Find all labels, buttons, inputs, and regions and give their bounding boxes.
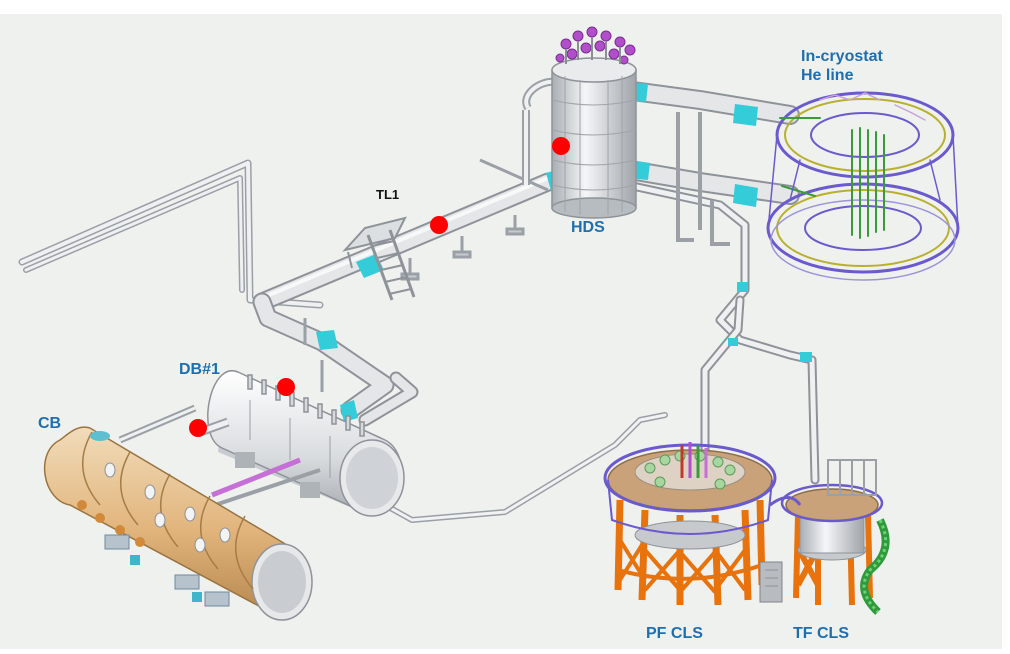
hds-top-valves: [555, 26, 636, 65]
tl1-supports: [303, 215, 525, 392]
marker-dot: [189, 419, 207, 437]
marker-dot: [277, 378, 295, 396]
marker-dot: [430, 216, 448, 234]
label-db1: DB#1: [179, 361, 220, 378]
pf-cls-structure: [603, 442, 783, 606]
in-cryostat-he-line: [766, 91, 960, 281]
label-tl1: TL1: [376, 187, 400, 202]
marker-dot: [552, 137, 570, 155]
hds-vessel: [522, 26, 637, 219]
hds-pipe-insulation: [626, 82, 812, 362]
cb-vessel: [43, 404, 321, 621]
label-cb: CB: [38, 415, 62, 432]
label-hds: HDS: [571, 219, 605, 236]
label-pf-cls: PF CLS: [646, 625, 703, 642]
label-tf-cls: TF CLS: [793, 625, 849, 642]
hds-pipe-supports: [479, 112, 730, 246]
db-to-pf-thin-pipe: [382, 412, 668, 523]
tf-cls-structure: [769, 459, 890, 615]
marker-dots: [189, 137, 570, 437]
tl1-access-platform: [342, 216, 416, 301]
label-in-cryostat-he-line: In-cryostat He line: [801, 48, 883, 84]
db1-vessel: [207, 370, 405, 517]
